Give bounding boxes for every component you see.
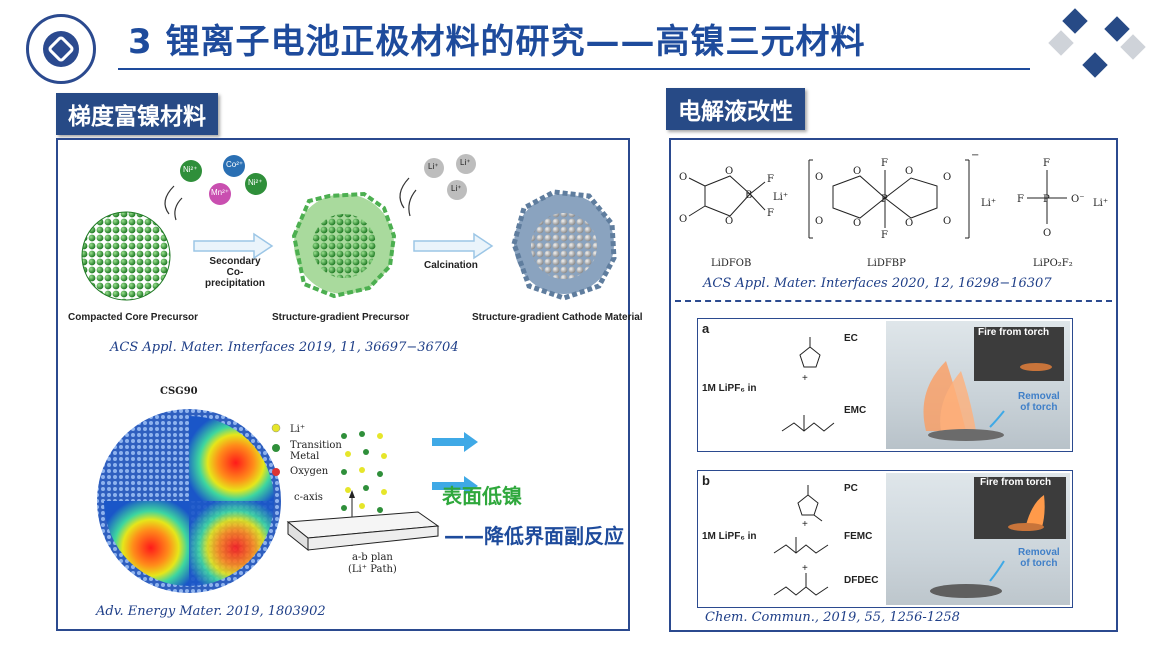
svg-text:B: B <box>745 190 752 201</box>
svg-text:O: O <box>905 218 913 229</box>
svg-text:O⁻: O⁻ <box>1071 194 1084 205</box>
svg-text:O: O <box>725 166 733 177</box>
solvent-label: 1M LiPF₆ in <box>702 531 757 542</box>
interface-reaction-text: ——降低界面副反应 <box>444 524 624 548</box>
component-plus: + <box>802 373 808 384</box>
slide-title: 3 锂离子电池正极材料的研究——高镍三元材料 <box>128 22 866 62</box>
ion-label: Mn²⁺ <box>211 188 229 197</box>
ion-label: Li⁺ <box>460 158 471 167</box>
solvent-label: 1M LiPF₆ in <box>702 383 757 394</box>
salt-name-lidfbp: LiDFBP <box>867 258 906 269</box>
component-plus: + <box>802 519 808 530</box>
svg-text:F: F <box>1017 194 1024 205</box>
citation: ACS Appl. Mater. Interfaces 2019, 11, 36… <box>110 340 459 355</box>
legend-li: Li⁺ <box>290 424 306 435</box>
component-label: FEMC <box>844 531 873 542</box>
svg-text:Li⁺: Li⁺ <box>981 198 996 209</box>
svg-text:O: O <box>905 166 913 177</box>
caption-gradient-precursor: Structure-gradient Precursor <box>272 312 410 323</box>
caption-cathode-material: Structure-gradient Cathode Material <box>472 312 643 323</box>
svg-text:O: O <box>815 172 823 183</box>
svg-text:P: P <box>881 194 888 205</box>
removal-label: Removal of torch <box>1018 391 1060 413</box>
step-label-coprecipitation: Secondary Co-precipitation <box>204 256 265 289</box>
particle-name: CSG90 <box>160 386 198 397</box>
dashed-divider <box>675 300 1112 302</box>
svg-text:O: O <box>853 218 861 229</box>
svg-text:O: O <box>725 216 733 227</box>
flame-illustration <box>923 327 1064 441</box>
blue-arrows <box>432 432 478 496</box>
csg90-particle-diagram <box>97 409 281 593</box>
legend-oxygen: Oxygen <box>290 466 329 477</box>
svg-text:Li⁺: Li⁺ <box>1093 198 1108 209</box>
section-label-electrolyte: 电解液改性 <box>666 88 805 130</box>
solvent-structures <box>773 485 829 596</box>
svg-text:O: O <box>679 214 687 225</box>
svg-text:O: O <box>815 216 823 227</box>
ion-label: Ni²⁺ <box>183 165 198 174</box>
citation: Chem. Commun., 2019, 55, 1256-1258 <box>705 610 960 625</box>
svg-text:F: F <box>881 230 888 241</box>
citation: ACS Appl. Mater. Interfaces 2020, 12, 16… <box>703 276 1052 291</box>
lattice-diagram <box>271 423 387 546</box>
legend-transition-metal: Transition Metal <box>290 440 342 462</box>
synthesis-diagram <box>81 154 617 301</box>
flame-photo: Fire from torch Removal of torch <box>886 321 1070 449</box>
title-underline <box>118 68 1030 70</box>
svg-text:O: O <box>679 172 687 183</box>
svg-text:F: F <box>767 208 774 219</box>
solvent-structures <box>781 337 835 432</box>
diamond-decoration <box>1062 8 1088 34</box>
university-logo <box>26 14 96 84</box>
salt-name-lidfob: LiDFOB <box>711 258 752 269</box>
ion-label: Ni²⁺ <box>248 178 263 187</box>
svg-text:O: O <box>1043 228 1051 239</box>
ab-plan-label: a-b plan (Li⁺ Path) <box>348 552 397 575</box>
panel-tag: b <box>702 473 710 488</box>
caption-core-precursor: Compacted Core Precursor <box>68 312 199 323</box>
svg-text:O: O <box>943 216 951 227</box>
ab-plane-slab <box>286 511 440 552</box>
svg-text:F: F <box>767 174 774 185</box>
ion-label: Li⁺ <box>428 162 439 171</box>
removal-label: Removal of torch <box>1018 547 1060 569</box>
svg-text:O: O <box>853 166 861 177</box>
c-axis-label: c-axis <box>294 492 323 503</box>
component-plus: + <box>802 563 808 574</box>
component-label: EC <box>844 333 858 344</box>
flame-photo: Fire from torch Removal of torch <box>886 473 1070 605</box>
ion-label: Li⁺ <box>451 184 462 193</box>
flame-test-panel-a: a 1M LiPF₆ in EC + EMC Fire from torch <box>697 318 1073 452</box>
diamond-decoration <box>1120 34 1146 60</box>
svg-text:F: F <box>881 158 888 169</box>
diamond-decoration <box>1082 52 1108 78</box>
panel-tag: a <box>702 321 710 336</box>
component-label: EMC <box>844 405 867 416</box>
section-label-gradient: 梯度富镍材料 <box>56 93 218 135</box>
citation: Adv. Energy Mater. 2019, 1803902 <box>96 604 326 619</box>
surface-low-nickel-text: 表面低镍 <box>442 484 522 508</box>
ion-label: Co²⁺ <box>226 160 244 169</box>
step-label-calcination: Calcination <box>424 260 478 271</box>
left-panel: Ni²⁺ Co²⁺ Mn²⁺ Ni²⁺ Li⁺ Li⁺ Li⁺ Secondar… <box>56 138 643 631</box>
flame-illustration <box>930 477 1066 598</box>
photo-caption: Fire from torch <box>980 477 1052 488</box>
flame-test-panel-b: b 1M LiPF₆ in PC + FEMC + DFDEC <box>697 470 1073 608</box>
svg-text:P: P <box>1043 194 1050 205</box>
diamond-decoration <box>1104 16 1130 42</box>
svg-text:−: − <box>971 150 979 161</box>
component-label: DFDEC <box>844 575 879 586</box>
diamond-decoration <box>1048 30 1074 56</box>
photo-caption: Fire from torch <box>978 327 1050 338</box>
svg-text:O: O <box>943 172 951 183</box>
salt-name-lipo2f2: LiPO₂F₂ <box>1033 258 1073 269</box>
svg-text:Li⁺: Li⁺ <box>773 192 788 203</box>
svg-text:F: F <box>1043 158 1050 169</box>
component-label: PC <box>844 483 858 494</box>
